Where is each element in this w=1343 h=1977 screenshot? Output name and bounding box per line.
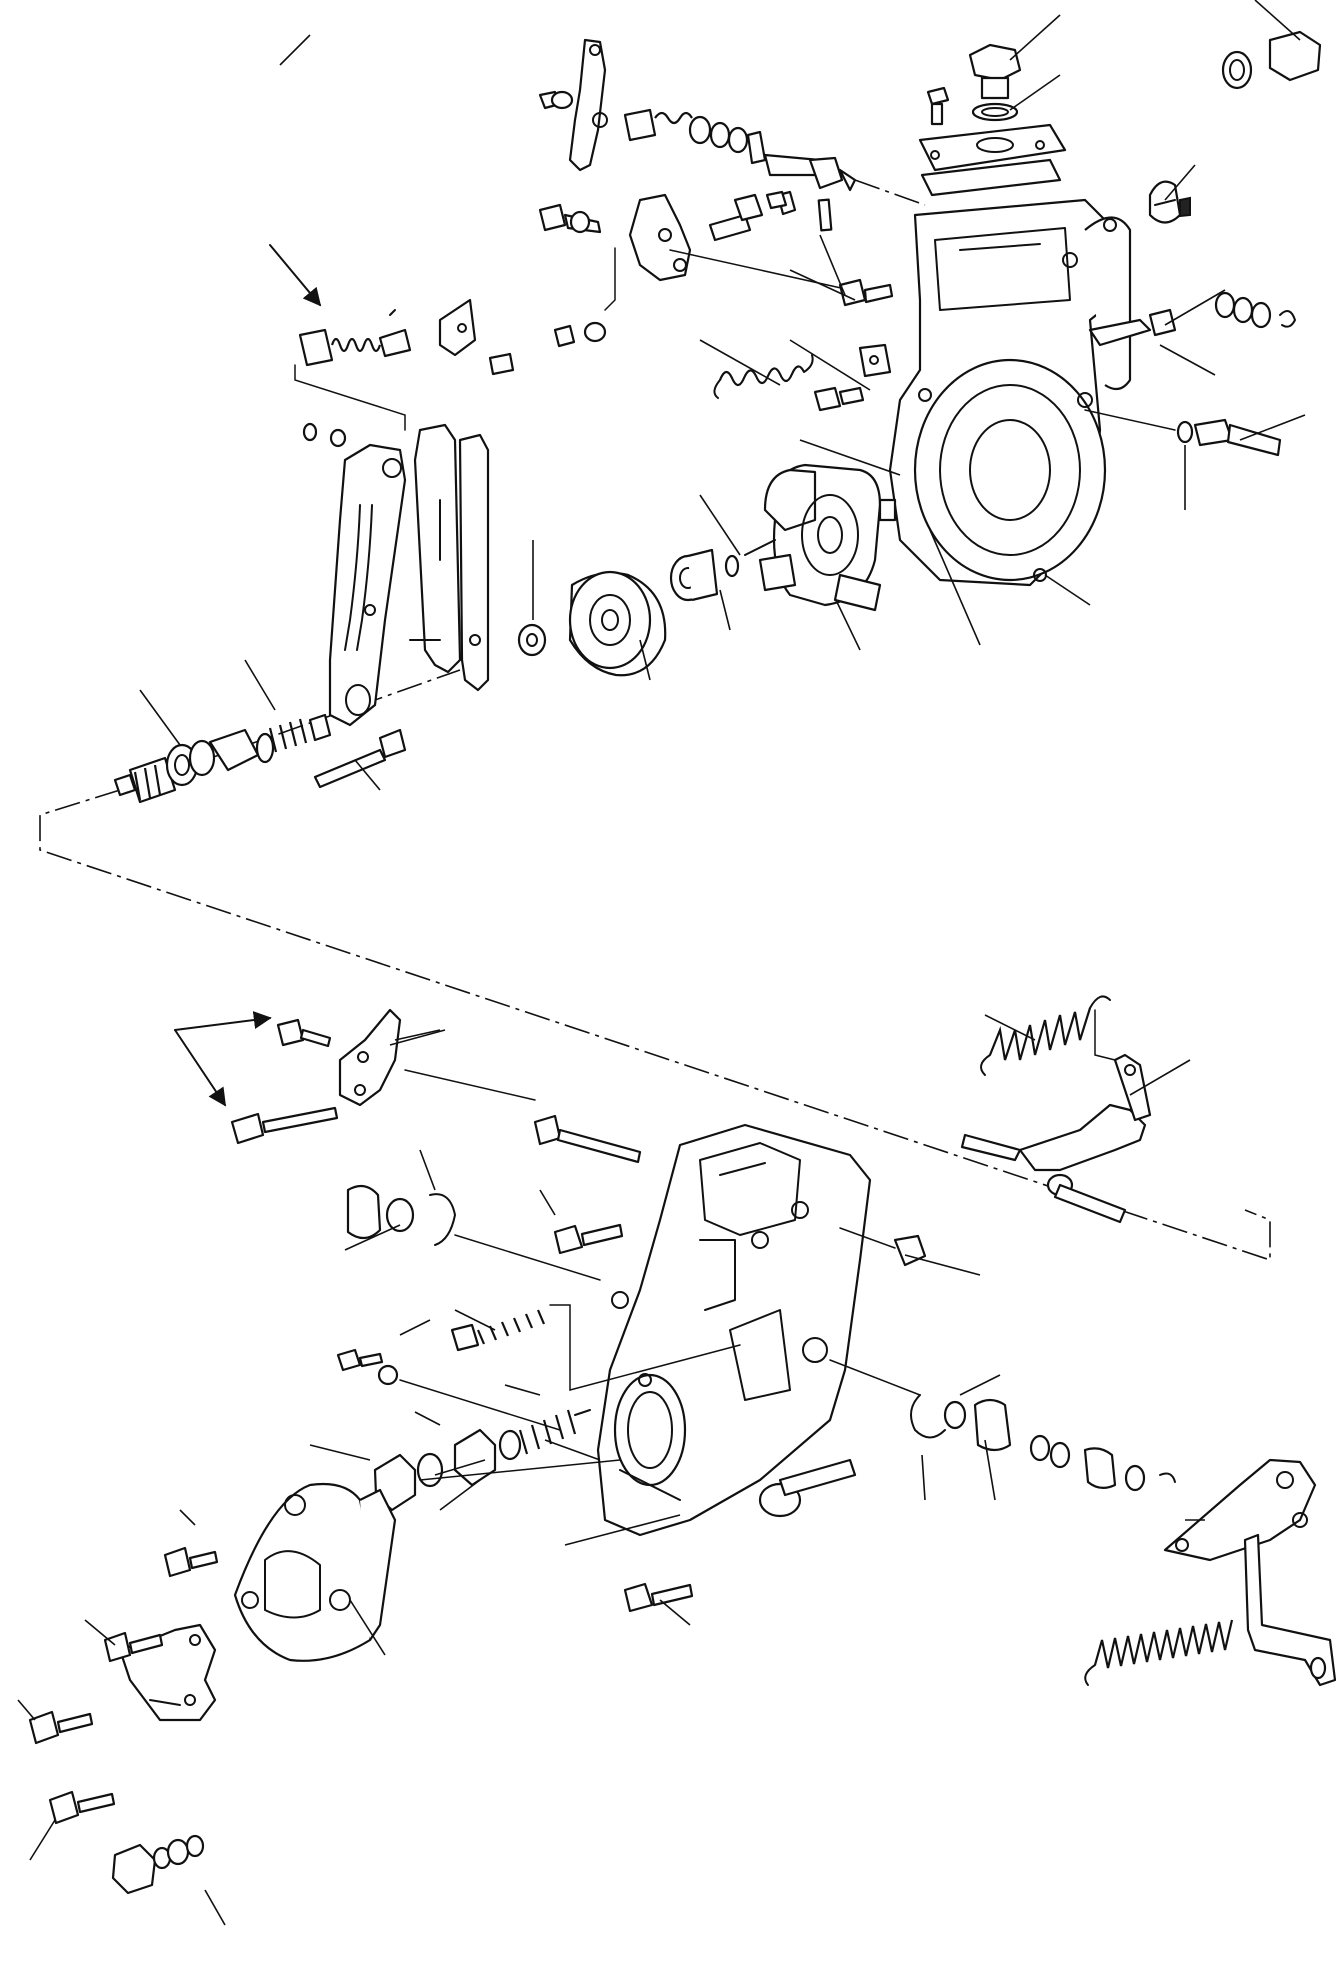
long-spring-right <box>1084 1619 1234 1686</box>
adjusting-bracket-left <box>230 1008 536 1145</box>
mounting-bracket <box>118 1623 217 1722</box>
small-cover-bolt <box>926 86 950 126</box>
lever-pivot-hardware <box>294 364 406 448</box>
flyweight-holder <box>758 463 897 612</box>
pump-housing <box>596 1123 872 1537</box>
upper-governor-assembly <box>113 30 1322 804</box>
upper-left-arrow <box>269 244 322 307</box>
idle-spring-stack <box>113 713 407 804</box>
right-lower-lever <box>1163 1458 1337 1687</box>
small-screw-left <box>336 1348 561 1431</box>
right-plug-washer-stack <box>829 1359 1176 1492</box>
adjusting-sleeve <box>568 570 667 677</box>
lower-pump-assembly <box>28 995 1337 1895</box>
stop-screw-assembly <box>298 298 515 376</box>
lower-right-lever <box>960 1009 1152 1224</box>
mid-bolt-upper <box>553 278 894 348</box>
governor-lever-pair <box>328 423 490 727</box>
linkage-bracket-upper <box>538 190 851 311</box>
right-bolt-washers <box>1088 291 1296 347</box>
left-plug-and-ring <box>346 1184 601 1281</box>
lower-housing-bolt <box>623 1582 694 1613</box>
governor-housing <box>888 198 1132 587</box>
adjusting-screw-right <box>1148 180 1191 224</box>
bottom-nut-stack <box>111 1834 205 1895</box>
stud-bolt <box>450 1304 741 1391</box>
lower-return-spring <box>980 995 1111 1076</box>
front-cover-plate <box>233 1482 397 1662</box>
upper-shaft-stack <box>623 108 926 232</box>
small-bracket <box>813 343 892 412</box>
right-shaft-bolt <box>1084 409 1282 457</box>
through-bolt <box>533 1114 642 1164</box>
cap-nut-stack <box>373 1409 621 1512</box>
governor-sleeve <box>669 539 776 602</box>
top-right-plug <box>1221 30 1322 90</box>
lower-left-double-arrow <box>174 1011 272 1107</box>
thrust-washer <box>517 623 547 657</box>
housing-bolt-mid <box>553 1223 624 1255</box>
top-plug-bolt <box>968 43 1022 122</box>
cover-bolts-left <box>28 1546 219 1825</box>
upper-control-lever <box>538 38 608 172</box>
leader-lines <box>17 0 1306 1926</box>
top-cover-plate <box>918 123 1067 197</box>
upper-tension-spring <box>713 354 814 399</box>
